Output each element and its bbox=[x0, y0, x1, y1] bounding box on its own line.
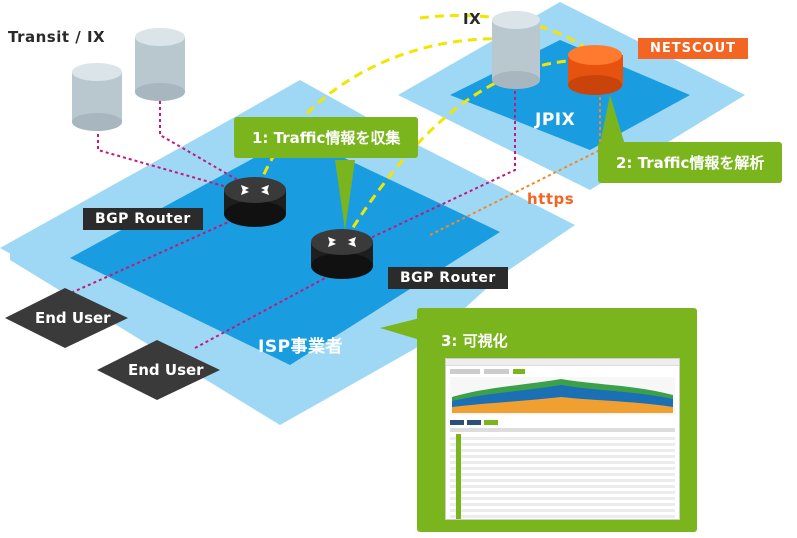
end-user-1-shape bbox=[5, 288, 128, 348]
router-arrows-icon bbox=[328, 237, 356, 247]
data-table bbox=[446, 428, 679, 519]
step-3-panel: 3: 可視化 bbox=[417, 308, 697, 532]
isp-label: ISP事業者 bbox=[258, 337, 344, 357]
end-user-2-shape bbox=[97, 340, 220, 400]
step3-pointer bbox=[380, 318, 420, 340]
transit-ix-label: Transit / IX bbox=[8, 28, 106, 46]
bgp-router-1-label: BGP Router bbox=[83, 208, 203, 230]
netscout-badge: NETSCOUT bbox=[638, 38, 749, 59]
https-label: https bbox=[527, 190, 575, 208]
ix-server bbox=[492, 11, 540, 89]
transit-server-2 bbox=[135, 28, 185, 101]
step-1-callout: 1: Traffic情報を収集 bbox=[234, 117, 419, 158]
dashboard-thumbnail bbox=[445, 358, 680, 520]
traffic-chart bbox=[450, 377, 675, 415]
step-3-title: 3: 可視化 bbox=[441, 332, 508, 350]
jpix-label: JPIX bbox=[535, 110, 576, 130]
peering-links bbox=[54, 85, 516, 349]
step2-pointer bbox=[600, 95, 625, 145]
netscout-server bbox=[568, 45, 623, 95]
step-2-callout: 2: Traffic情報を解析 bbox=[598, 142, 783, 183]
step1-pointer bbox=[335, 160, 355, 230]
ix-label: IX bbox=[463, 10, 482, 28]
bgp-router-2 bbox=[311, 229, 373, 279]
transit-server-1 bbox=[72, 63, 122, 131]
bgp-router-1 bbox=[224, 177, 286, 227]
router-arrows-icon bbox=[241, 185, 269, 195]
bgp-router-2-label: BGP Router bbox=[388, 267, 508, 289]
end-user-1-label: End User bbox=[35, 309, 111, 327]
isp-platform-inner bbox=[70, 135, 500, 365]
end-user-2-label: End User bbox=[128, 361, 204, 379]
